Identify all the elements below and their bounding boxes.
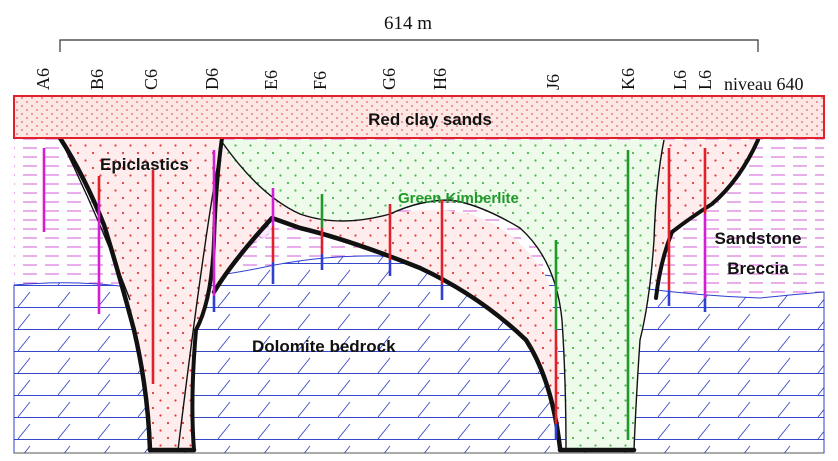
left-vent-inner-contact [190,136,224,452]
borehole-labels: A6 B6 C6 D6 E6 F6 G6 H6 J6 K6 L6 L6 [33,68,715,90]
contact-lines [57,135,760,453]
level-label: niveau 640 [724,74,803,94]
borehole-label-b6: B6 [87,69,107,90]
sandstone-label: Sandstone [715,229,802,248]
borehole-label-j6: J6 [543,74,563,90]
central-body-contact [211,215,563,451]
right-vent-contact [654,138,760,300]
epiclastics-label: Epiclastics [100,155,189,174]
borehole-traces [42,148,707,440]
borehole-label-c6: C6 [141,69,161,90]
green-kimberlite-body [220,140,664,450]
scale-bar-line [59,39,759,52]
borehole-label-l6a: L6 [670,70,690,90]
scale-bar-label: 614 m [384,13,432,34]
epiclastic-thin-contact [59,137,131,301]
right-vent-fill [654,140,758,298]
borehole-label-k6: K6 [618,68,638,90]
borehole-label-d6: D6 [202,68,222,90]
breccia-label: Breccia [727,259,789,278]
unit-labels: Red clay sands Epiclastics Green Kimberl… [100,110,801,356]
borehole-label-f6: F6 [310,71,330,90]
borehole-label-e6: E6 [261,70,281,90]
left-vent-inner-thin [177,139,223,451]
borehole-label-a6: A6 [33,68,53,90]
green-body-right-contact [633,139,665,451]
green-body-upper-contact [221,141,567,451]
green-kimberlite-label: Green Kimberlite [398,190,519,207]
red-clay-sands-label: Red clay sands [368,110,492,129]
borehole-label-h6: H6 [430,68,450,90]
dolomite-bedrock-label: Dolomite bedrock [252,337,396,356]
thin-contacts [59,137,665,451]
central-red-body [214,142,560,448]
left-vent-outer-contact [57,135,153,453]
borehole-label-g6: G6 [379,68,399,90]
scale-bar [59,39,759,52]
borehole-label-l6b: L6 [695,70,715,90]
red-clay-sands-layer [13,95,825,139]
